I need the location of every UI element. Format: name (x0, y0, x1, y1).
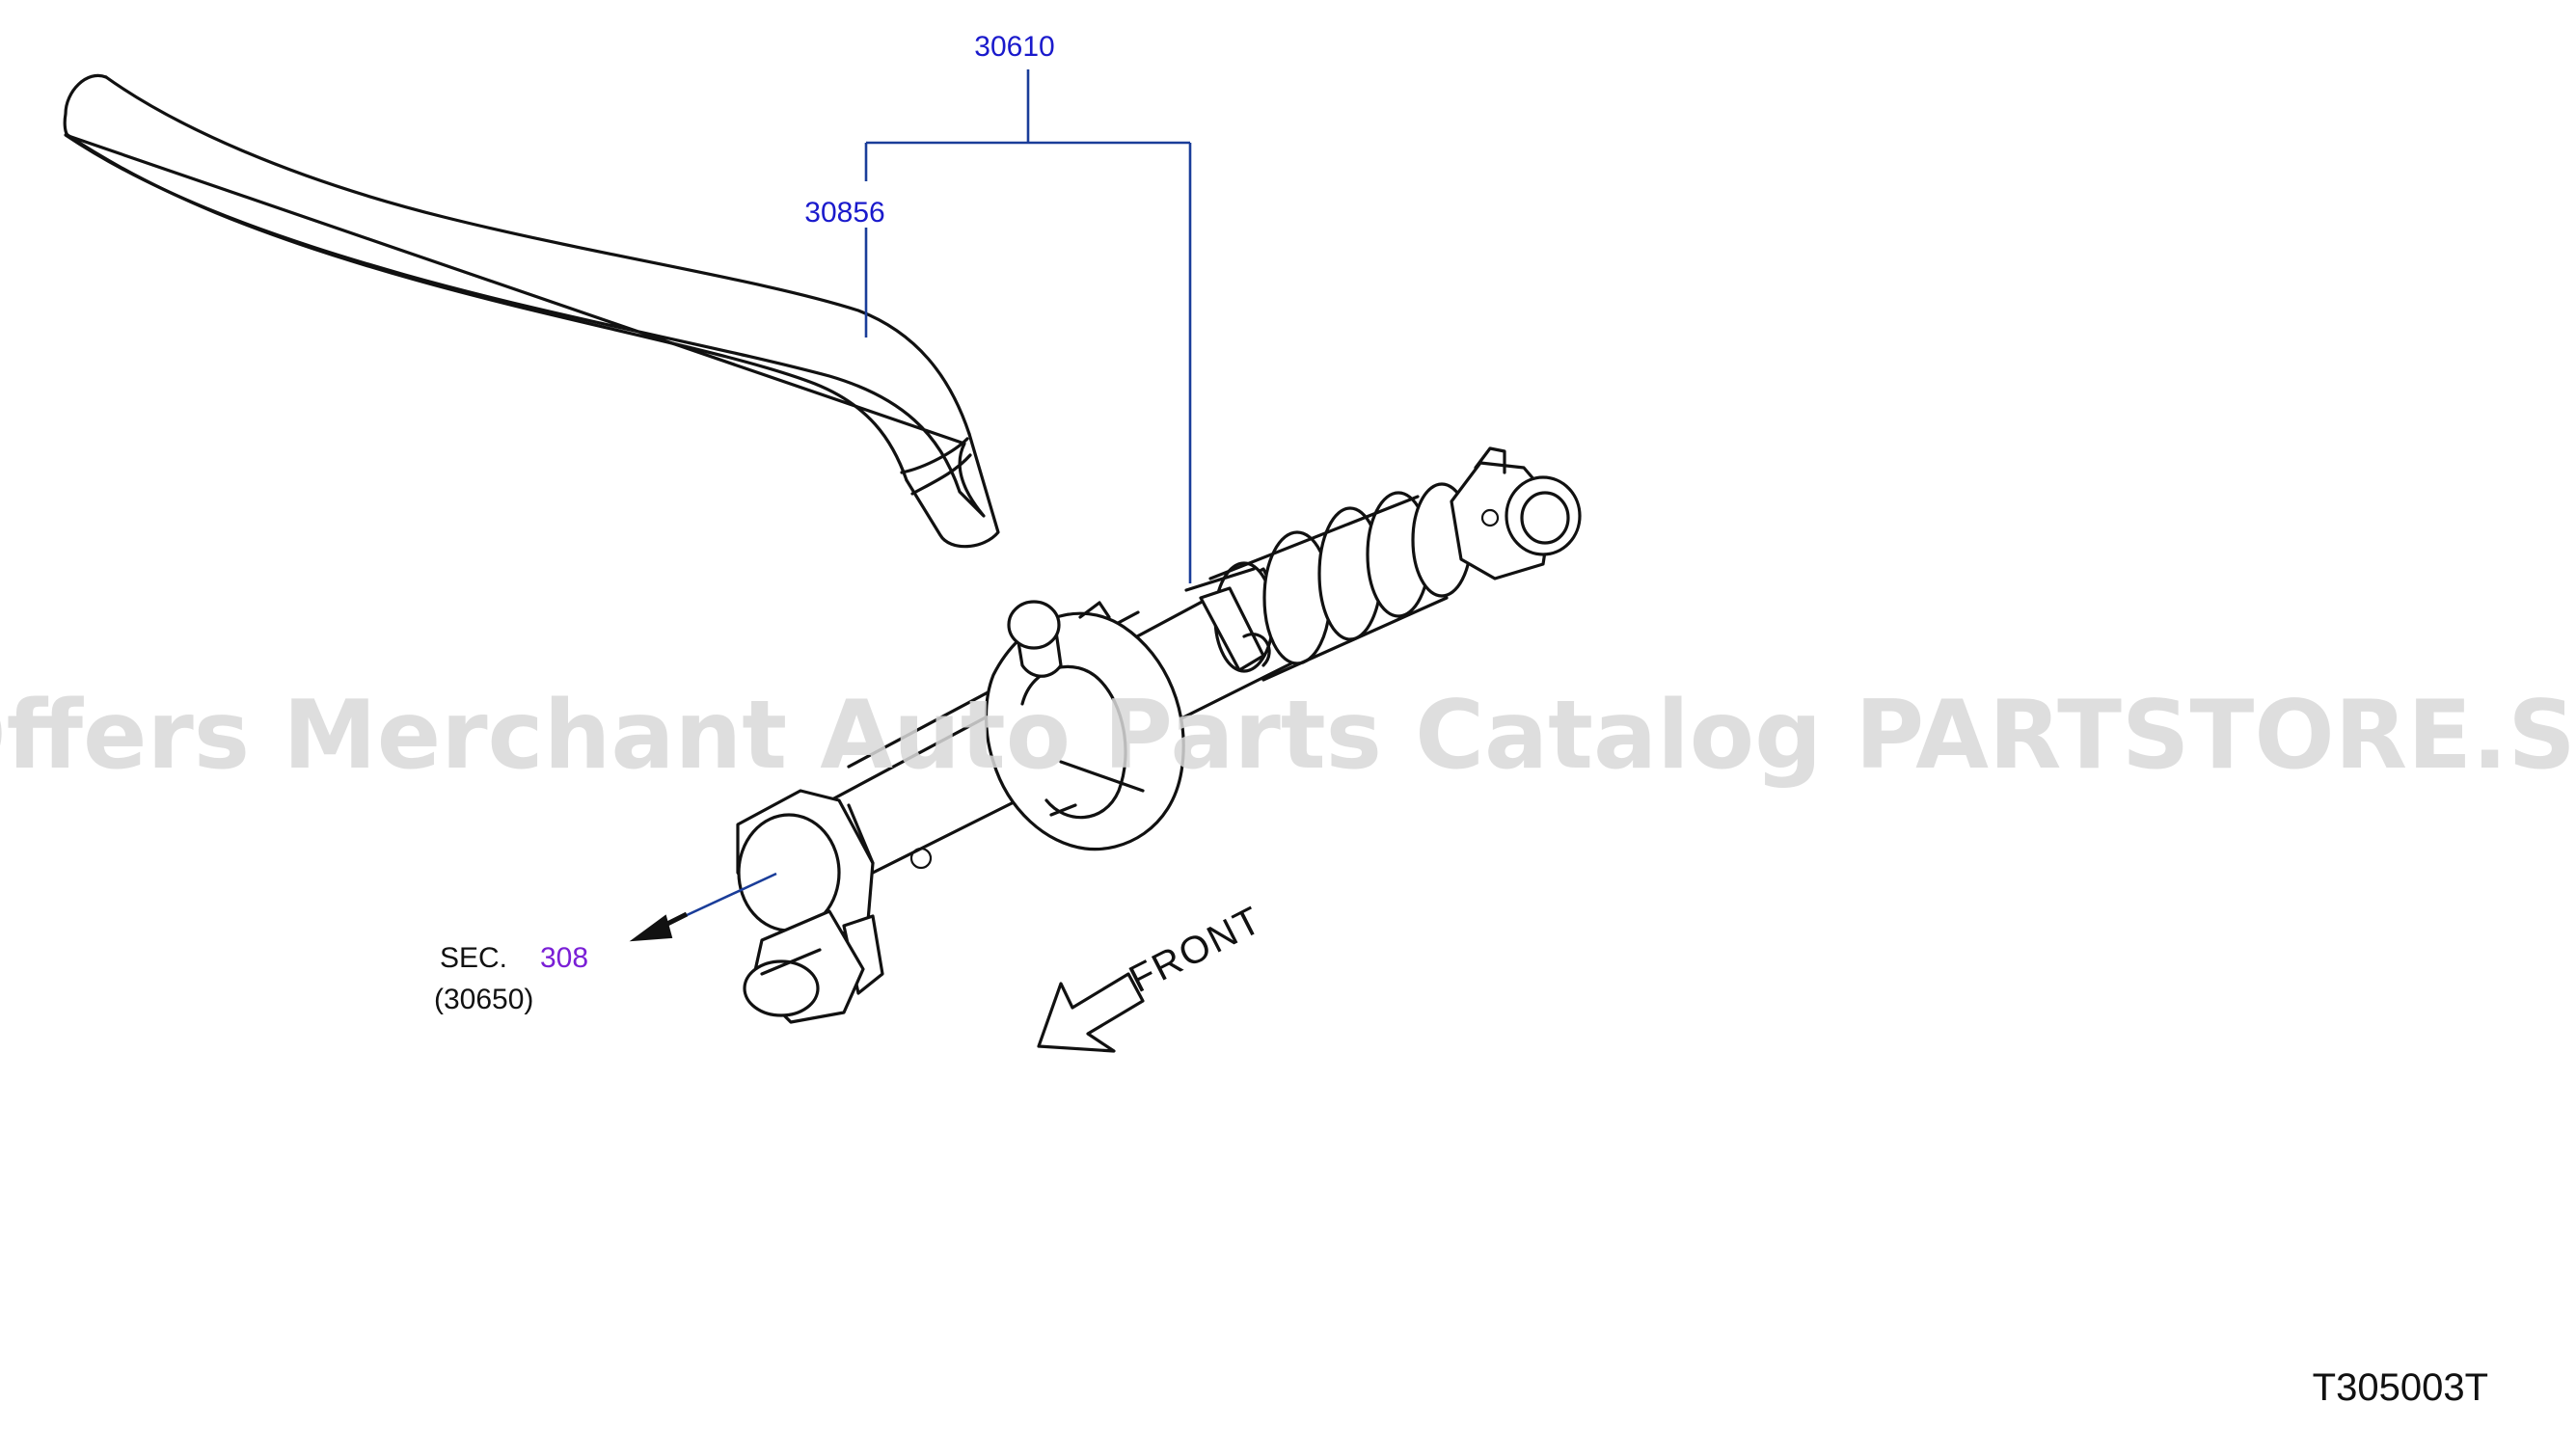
section-arrow (629, 911, 689, 942)
front-label: FRONT (1123, 899, 1269, 1001)
front-direction-arrow (1037, 972, 1145, 1053)
callout-leaders (684, 69, 1192, 918)
section-prefix: SEC. (440, 942, 507, 974)
section-part-number: (30650) (434, 984, 533, 1015)
hose-drawing (63, 73, 1000, 549)
leader-sec308 (684, 872, 777, 918)
outlet-fitting (736, 789, 884, 1024)
watermark-text: Offers Merchant Auto Parts Catalog PARTS… (0, 681, 2576, 791)
section-link-308[interactable]: 308 (540, 942, 588, 974)
diagram-code: T305003T (2313, 1366, 2488, 1409)
callout-30610[interactable]: 30610 (974, 31, 1054, 63)
callout-30856[interactable]: 30856 (804, 197, 884, 229)
master-cylinder-drawing (736, 446, 1582, 1024)
clevis-end (1450, 446, 1582, 580)
